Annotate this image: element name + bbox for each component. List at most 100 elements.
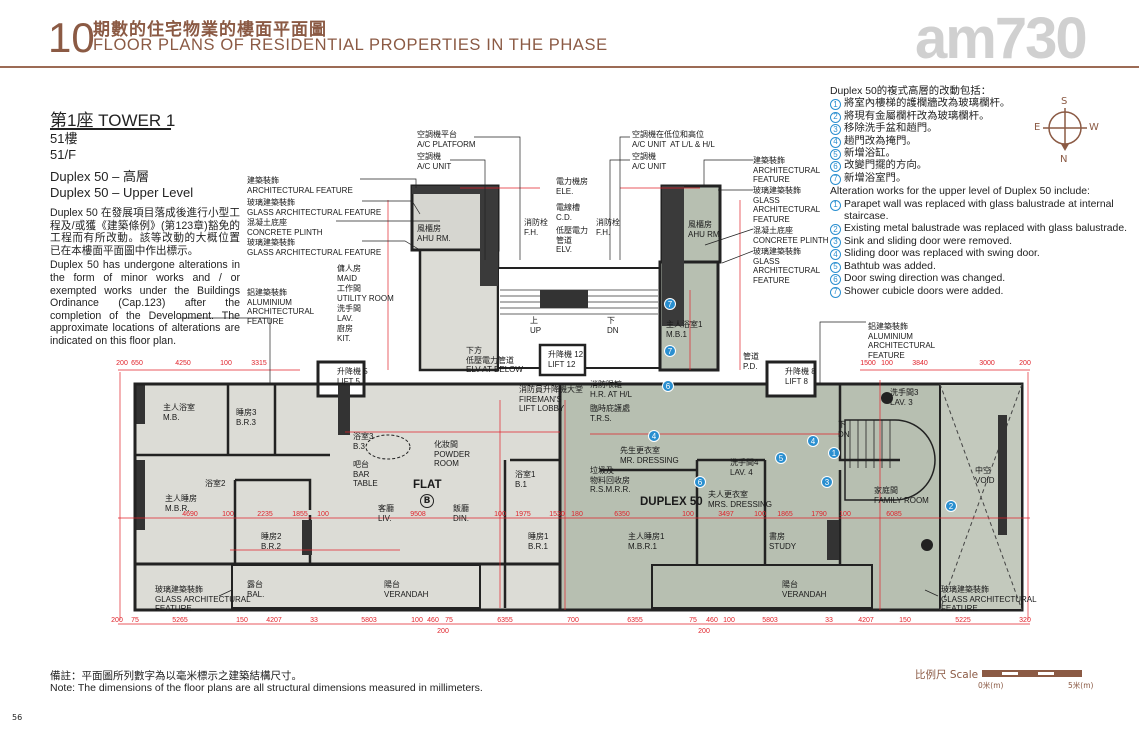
- label-zh: 升降機 8: [785, 367, 816, 376]
- label-zh: 玻璃建築裝飾: [247, 238, 295, 247]
- duplex-label: DUPLEX 50: [640, 496, 703, 508]
- label-zh: 混凝土底座: [753, 226, 793, 235]
- label-zh: 傭人房: [337, 264, 361, 273]
- compass-icon: [1043, 108, 1087, 151]
- label-en: BAL.: [247, 589, 265, 599]
- label-zh: 消防員升降機大堂: [519, 385, 583, 394]
- dimension-label: 200: [698, 628, 710, 635]
- label-en: C.D.: [556, 212, 572, 222]
- label-zh: 鋁建築裝飾: [868, 322, 908, 331]
- dimension-label: 1500: [860, 360, 876, 367]
- legend-text: 將現有金屬欄杆改為玻璃欄杆。: [844, 110, 990, 122]
- dimension-label: 200: [111, 617, 123, 624]
- dimension-label: 200: [1019, 360, 1031, 367]
- label-en: A/C UNIT: [417, 161, 452, 171]
- label-zh: 浴室3: [353, 432, 374, 441]
- alteration-marker-icon: 3: [821, 476, 833, 488]
- label-zh: 消防栓: [524, 218, 548, 227]
- label-zh: 吧台: [353, 460, 369, 469]
- label-en: UP: [530, 325, 542, 335]
- legend-text: 改變門擺的方向。: [844, 160, 928, 172]
- dimension-label: 460: [706, 617, 718, 624]
- number-circle-icon: 5: [830, 149, 841, 161]
- label-en: KIT.: [337, 333, 351, 343]
- legend-text: Bathtub was added.: [844, 260, 936, 272]
- scale-zero: 0米(m): [978, 681, 1004, 690]
- label-en: LAV. 4: [730, 467, 753, 477]
- label-en: ARCHITECTURAL FEATURE: [753, 165, 821, 185]
- label-en: GLASS ARCHITECTURAL FEATURE: [941, 594, 1037, 614]
- label-en: CONCRETE PLINTH: [247, 227, 323, 237]
- compass-e: E: [1034, 122, 1041, 133]
- dimension-label: 180: [571, 511, 583, 518]
- number-circle-icon: 5: [830, 261, 841, 273]
- dimension-label: 6355: [497, 617, 513, 624]
- label-en: MRS. DRESSING: [708, 499, 773, 509]
- label-en: GLASS ARCHITECTURAL FEATURE: [247, 207, 382, 217]
- label-en: LIV.: [378, 513, 392, 523]
- label-en: MAID: [337, 273, 357, 283]
- number-circle-icon: 6: [830, 161, 841, 173]
- compass-w: W: [1089, 122, 1099, 133]
- label-zh: 建築裝飾: [753, 156, 785, 165]
- label-zh: 玻璃建築裝飾: [753, 247, 801, 256]
- label-zh: 臨時庇護處: [590, 404, 630, 413]
- number-circle-icon: 2: [830, 111, 841, 123]
- dimension-label: 200: [437, 628, 449, 635]
- label-zh: 客廳: [378, 504, 394, 513]
- room-label: 浴室2: [205, 479, 225, 489]
- legend-text: 將室內樓梯的護欄牆改為玻璃欄杆。: [844, 98, 1011, 110]
- label-zh: 先生更衣室: [620, 446, 660, 455]
- label-en: GLASS ARCHITECTURAL FEATURE: [247, 247, 382, 257]
- number-circle-icon: 7: [830, 173, 841, 185]
- alteration-marker-icon: 7: [664, 345, 676, 357]
- number-circle-icon: 4: [830, 249, 841, 261]
- dimension-label: 700: [567, 617, 579, 624]
- dimension-label: 320: [1019, 617, 1031, 624]
- label-zh: 家庭間: [874, 486, 898, 495]
- floor-en: 51/F: [50, 147, 77, 162]
- label-en: DIN.: [453, 513, 469, 523]
- label-en: VERANDAH: [782, 589, 827, 599]
- label-en: DN: [838, 429, 850, 439]
- dimension-label: 100: [754, 511, 766, 518]
- dimension-label: 4250: [175, 360, 191, 367]
- label-zh: 消防栓: [596, 218, 620, 227]
- number-circle-icon: 7: [830, 286, 841, 298]
- label-en: LAV.: [337, 313, 354, 323]
- section-title-zh: 期數的住宅物業的樓面平面圖: [93, 20, 327, 40]
- label-zh: 洗手間4: [730, 458, 759, 467]
- label-en: VOID: [975, 475, 995, 485]
- label-en: UTILITY ROOM: [337, 293, 394, 303]
- dimension-label: 1530: [549, 511, 565, 518]
- label-en: T.R.S.: [590, 413, 612, 423]
- dimension-label: 9508: [410, 511, 426, 518]
- alteration-marker-icon: 6: [694, 476, 706, 488]
- dimension-label: 75: [445, 617, 453, 624]
- dimension-label: 3840: [912, 360, 928, 367]
